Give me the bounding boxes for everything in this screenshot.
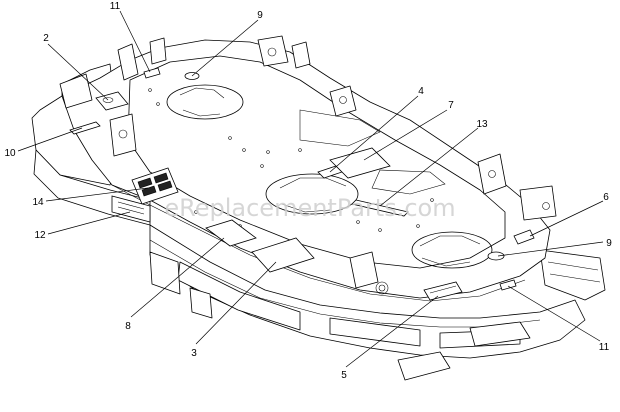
- watermark-text: eReplacementParts.com: [164, 194, 455, 222]
- decal-6: [513, 229, 535, 245]
- leader-lines: [17, 10, 604, 368]
- decal-12: [111, 195, 151, 223]
- callout-11-lower: 11: [599, 342, 610, 353]
- callout-9-upper: 9: [257, 10, 263, 21]
- decal-11-upper: [143, 67, 161, 79]
- callout-3: 3: [191, 348, 197, 359]
- callout-6: 6: [603, 192, 609, 203]
- callout-14: 14: [32, 197, 44, 208]
- callout-10: 10: [4, 148, 16, 159]
- decal-9-lower: [487, 251, 505, 261]
- callout-11-upper: 11: [110, 1, 121, 12]
- callout-9-lower: 9: [606, 238, 612, 249]
- spindle-openings: [166, 84, 493, 269]
- callout-13: 13: [476, 119, 488, 130]
- callout-12: 12: [34, 230, 46, 241]
- center-housings: [299, 109, 446, 195]
- deck-top: [61, 39, 551, 302]
- decal-7: [329, 147, 391, 179]
- decals: [69, 67, 535, 301]
- mount-brackets: [59, 35, 557, 295]
- decal-13: [351, 199, 409, 217]
- callout-8: 8: [125, 321, 131, 332]
- decal-11-lower: [499, 279, 517, 291]
- callout-2: 2: [43, 33, 49, 44]
- callout-5: 5: [341, 370, 347, 381]
- decal-10: [69, 121, 101, 135]
- callout-4: 4: [418, 86, 424, 97]
- callout-7: 7: [448, 100, 454, 111]
- decal-5: [423, 281, 463, 301]
- callouts: 11 9 2 10 4 7 13 14 12 6 9 8 3 11 5: [4, 1, 612, 381]
- decal-3: [251, 237, 315, 273]
